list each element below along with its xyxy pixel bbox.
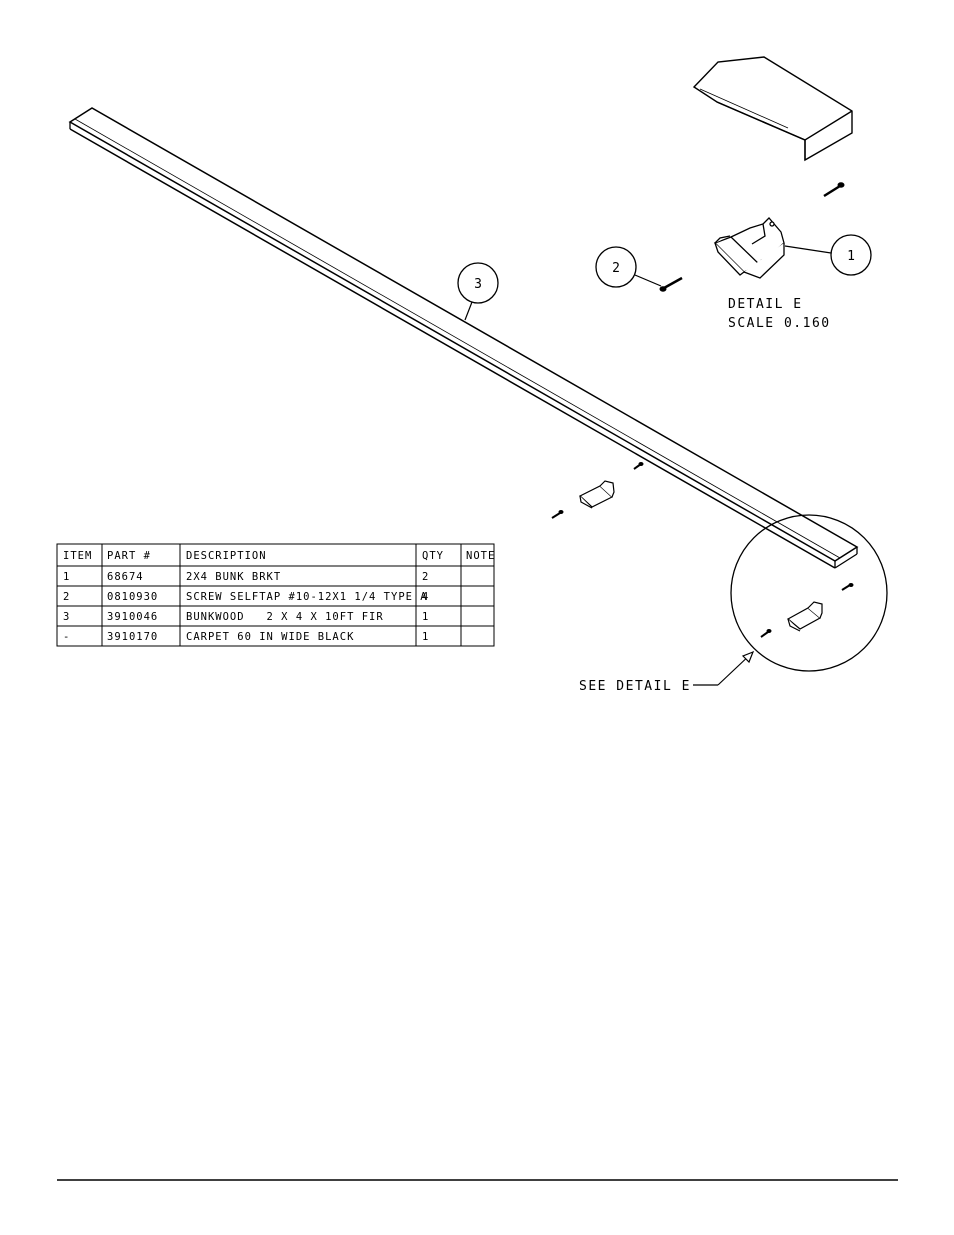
header-description: DESCRIPTION (186, 550, 267, 562)
header-part: PART # (107, 550, 151, 562)
row-1-part: 68674 (107, 571, 144, 583)
detail-e-bracket (713, 217, 785, 279)
row-2-part: 0810930 (107, 591, 158, 603)
row-3-description: BUNKWOOD 2 X 4 X 10FT FIR (186, 611, 384, 623)
row-1-description: 2X4 BUNK BRKT (186, 571, 281, 583)
balloon-1-number: 1 (847, 249, 855, 264)
header-note: NOTE (466, 550, 495, 562)
row-2-qty: 4 (422, 591, 429, 603)
balloon-item-3: 3 (457, 262, 499, 321)
balloon-item-2: 2 (595, 246, 662, 288)
row-4-qty: 1 (422, 631, 429, 643)
parts-table: ITEM PART # DESCRIPTION QTY NOTE 1 68674… (56, 543, 495, 647)
row-3-qty: 1 (422, 611, 429, 623)
row-4-item: - (63, 631, 70, 643)
detail-e-scale: SCALE 0.160 (728, 316, 831, 331)
balloon-2-number: 2 (612, 261, 620, 276)
row-4-part: 3910170 (107, 631, 158, 643)
detail-e-screw (823, 182, 845, 198)
screw-exploded-upper (633, 462, 644, 470)
balloon-item-1: 1 (784, 234, 872, 276)
row-1-item: 1 (63, 571, 70, 583)
row-4-description: CARPET 60 IN WIDE BLACK (186, 631, 354, 643)
balloon-3-number: 3 (474, 277, 482, 292)
see-detail-leader (693, 650, 755, 686)
row-1-qty: 2 (422, 571, 429, 583)
detail-e-board-end (692, 56, 853, 162)
header-qty: QTY (422, 550, 444, 562)
row-3-item: 3 (63, 611, 70, 623)
see-detail-label: SEE DETAIL E (579, 679, 691, 694)
header-item: ITEM (63, 550, 92, 562)
bracket-exploded (578, 480, 615, 509)
detail-e-callout-circle (730, 514, 888, 672)
bunk-board (68, 107, 859, 569)
detail-e-title: DETAIL E (728, 297, 803, 312)
row-2-description: SCREW SELFTAP #10-12X1 1/4 TYPE A (186, 591, 428, 603)
screw-exploded-lower (551, 510, 564, 519)
row-3-part: 3910046 (107, 611, 158, 623)
row-2-item: 2 (63, 591, 70, 603)
screw-item-2 (659, 276, 683, 292)
